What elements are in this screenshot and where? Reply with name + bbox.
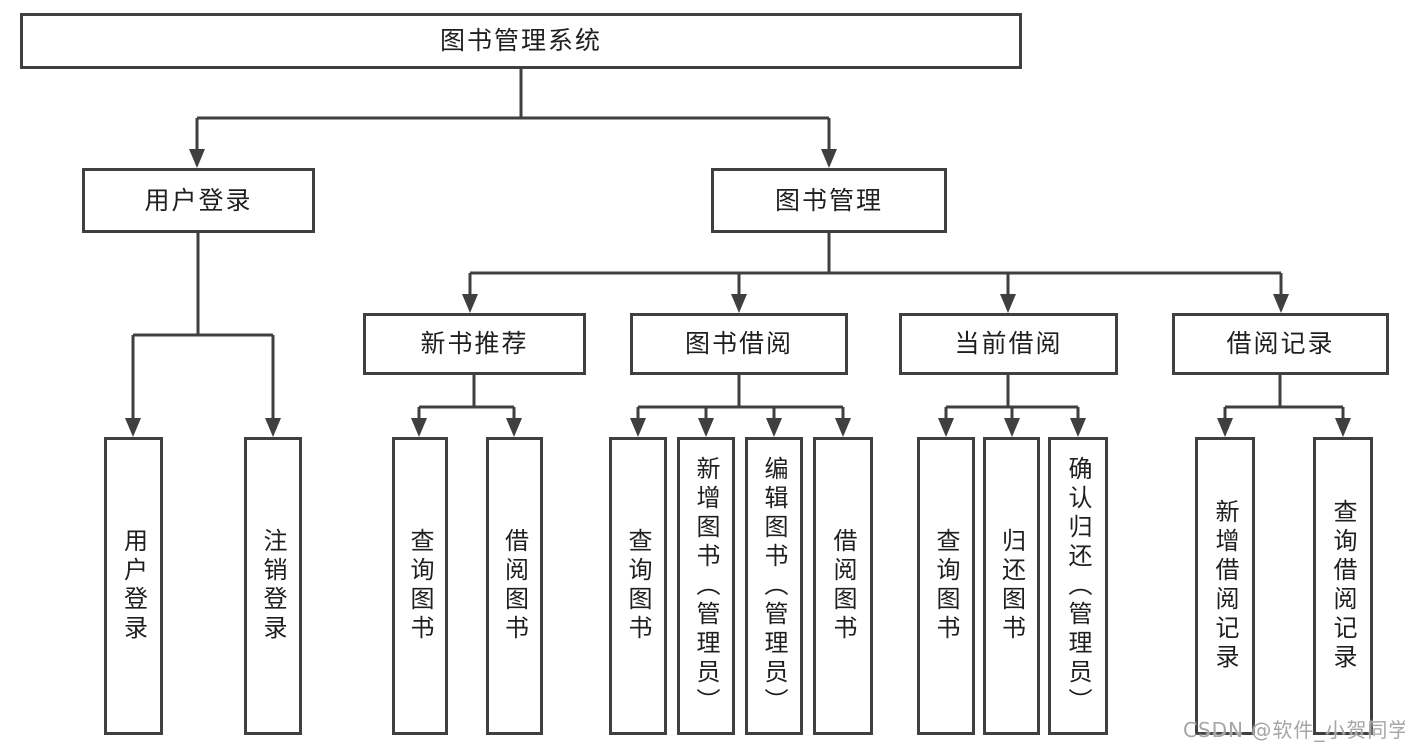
node-label: 图书管理 (774, 185, 883, 215)
leaf-add-books-admin: 新增图书（管理员） (677, 437, 735, 735)
leaf-edit-books-admin: 编辑图书（管理员） (745, 437, 803, 735)
node-user-login: 用户登录 (82, 168, 315, 233)
leaf-newbook-query-books: 查询图书 (392, 437, 448, 735)
leaf-query-borrow-record: 查询借阅记录 (1313, 437, 1373, 735)
node-label: 查询图书 (406, 528, 434, 644)
csdn-watermark: CSDN @软件_小贺同学 (1183, 718, 1405, 742)
node-label: 新增图书（管理员） (692, 455, 720, 717)
node-label: 确认归还（管理员） (1064, 455, 1092, 717)
node-label: 用户登录 (144, 185, 253, 215)
node-label: 用户登录 (119, 528, 148, 644)
leaf-user-login: 用户登录 (104, 437, 163, 735)
node-book-borrowing: 图书借阅 (630, 313, 848, 375)
node-label: 图书管理系统 (439, 26, 602, 56)
leaf-logout: 注销登录 (244, 437, 302, 735)
leaf-borrow-query-books: 查询图书 (609, 437, 667, 735)
node-borrow-records: 借阅记录 (1172, 313, 1389, 375)
node-label: 当前借阅 (954, 329, 1063, 359)
leaf-return-books: 归还图书 (983, 437, 1040, 735)
node-label: 归还图书 (997, 528, 1026, 644)
leaf-current-query-books: 查询图书 (917, 437, 975, 735)
node-label: 查询借阅记录 (1329, 499, 1357, 673)
node-label: 注销登录 (259, 528, 287, 644)
node-label: 借阅图书 (829, 528, 857, 644)
node-label: 借阅记录 (1226, 329, 1335, 359)
leaf-add-borrow-record: 新增借阅记录 (1195, 437, 1255, 735)
node-label: 编辑图书（管理员） (760, 455, 788, 717)
node-label: 查询图书 (624, 528, 652, 644)
node-label: 借阅图书 (500, 528, 529, 644)
node-label: 新增借阅记录 (1211, 499, 1239, 673)
node-new-book-recommend: 新书推荐 (363, 313, 586, 375)
leaf-confirm-return-admin: 确认归还（管理员） (1048, 437, 1108, 735)
node-book-management: 图书管理 (711, 168, 947, 233)
arrowheads (125, 149, 1351, 437)
leaf-borrow-books: 借阅图书 (813, 437, 873, 735)
leaf-newbook-borrow-books: 借阅图书 (486, 437, 543, 735)
node-label: 图书借阅 (684, 329, 793, 359)
node-root-system: 图书管理系统 (20, 13, 1022, 69)
node-current-borrowing: 当前借阅 (899, 313, 1118, 375)
node-label: 查询图书 (932, 528, 960, 644)
node-label: 新书推荐 (420, 329, 529, 359)
